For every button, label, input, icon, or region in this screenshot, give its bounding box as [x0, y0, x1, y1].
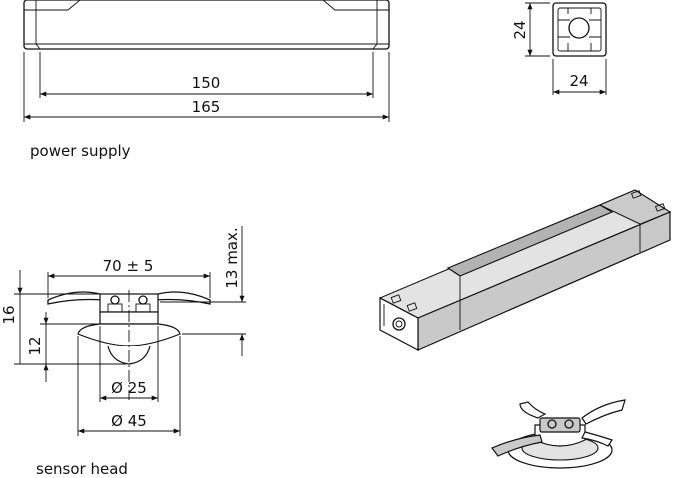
sensor-head-caption: sensor head	[36, 460, 128, 478]
dim-12: 12	[26, 336, 44, 355]
dim-d45: Ø 45	[111, 412, 147, 430]
dim-16: 16	[0, 305, 18, 324]
power-supply-end-view: 24 24	[511, 2, 607, 95]
dim-150: 150	[192, 74, 221, 92]
power-supply-front-view: 150 165	[23, 0, 390, 122]
dim-24-width: 24	[569, 72, 588, 90]
dim-13-max: 13 max.	[223, 227, 241, 288]
dim-165: 165	[192, 98, 221, 116]
dim-70: 70 ± 5	[103, 257, 154, 275]
dim-d25: Ø 25	[111, 379, 147, 397]
power-supply-isometric	[378, 189, 672, 351]
dim-24-height: 24	[511, 20, 529, 39]
sensor-head-isometric	[491, 399, 626, 469]
sensor-head-side-view: 70 ± 5 13 max. 16 12 Ø 25 Ø 45	[0, 226, 246, 436]
power-supply-caption: power supply	[30, 142, 131, 160]
